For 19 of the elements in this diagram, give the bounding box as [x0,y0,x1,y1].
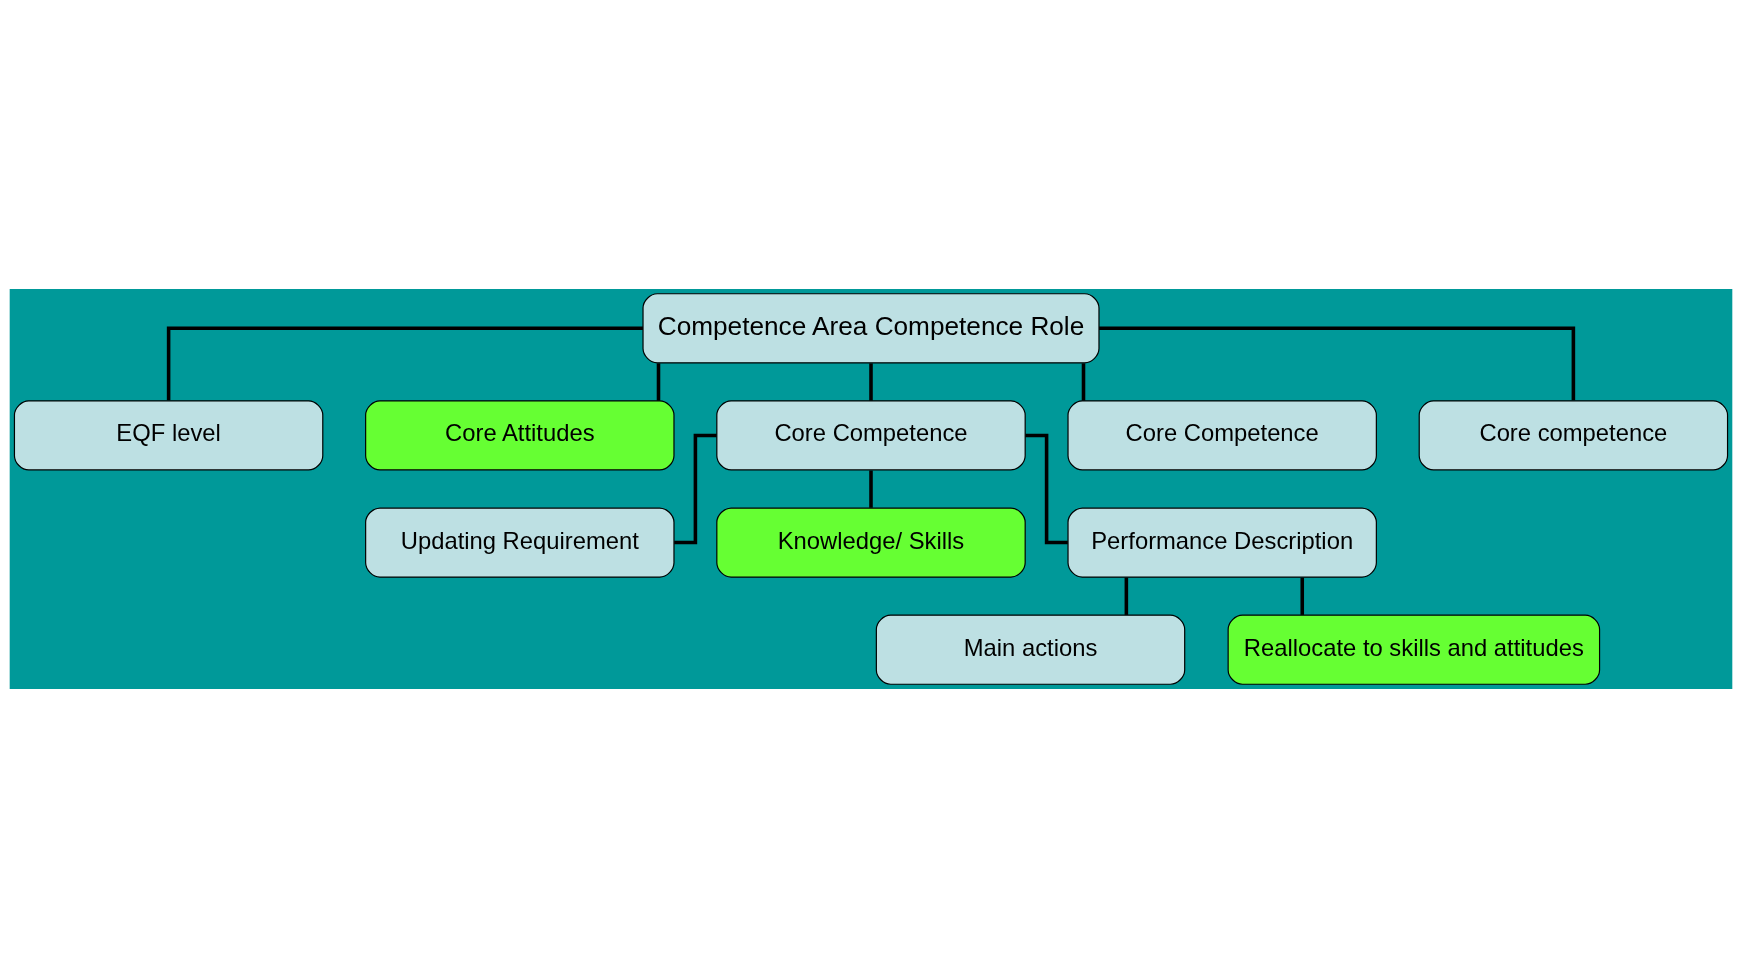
node-box: EQF level [13,399,324,471]
node-box: Knowledge/ Skills [716,506,1026,578]
connector [1081,362,1086,401]
node-box: Main actions [875,614,1186,685]
node-box: Competence Area Competence Role [642,292,1100,363]
connector [656,362,661,401]
node-box: Performance Description [1067,506,1377,578]
connector [1124,577,1129,615]
connector [869,470,873,508]
node-box: Updating Requirement [365,506,675,578]
node-box: Core Attitudes [365,399,675,471]
connector [1300,577,1305,615]
node-box: Core competence [1418,399,1729,471]
connector [869,362,873,401]
node-box: Core Competence [716,399,1026,471]
connector [1099,326,1576,400]
node-box: Reallocate to skills and attitudes [1227,614,1601,685]
node-box: Core Competence [1067,399,1377,471]
connector [166,326,643,400]
